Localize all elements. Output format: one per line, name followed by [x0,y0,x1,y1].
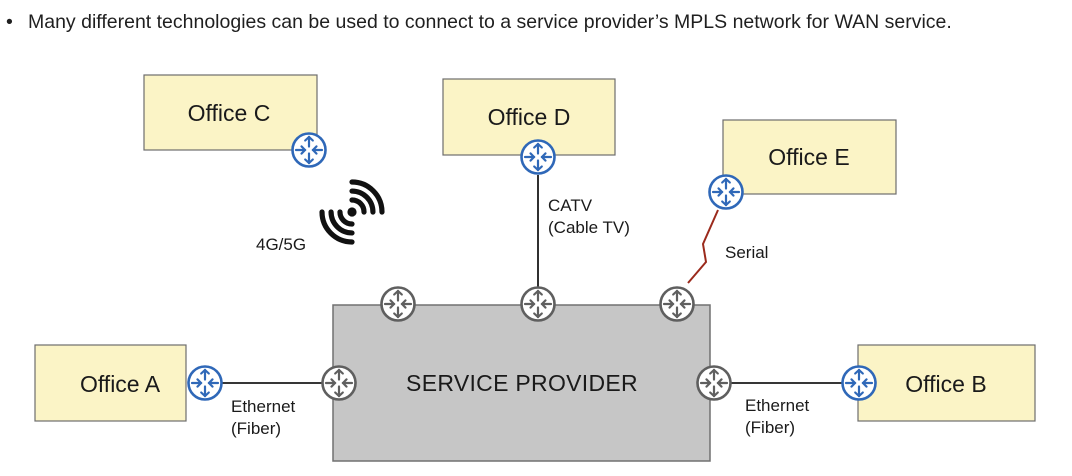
link-e-label: Serial [725,243,768,262]
office-e-label: Office E [768,144,849,170]
bullet-marker: • [6,11,13,33]
provider-router-office-b-icon [696,365,732,401]
office-d-label: Office D [488,104,571,130]
wireless-signal-icon [319,179,385,245]
office-b-label: Office B [905,371,986,397]
provider-router-catv-icon [520,286,556,322]
office-c-box [143,74,318,151]
link-a-label-line1: Ethernet [231,397,296,416]
link-d-label-line1: CATV [548,196,593,215]
office-c-router-icon [291,132,327,168]
office-c-label: Office C [188,100,271,126]
office-a-label: Office A [80,371,161,397]
office-a-router-icon [187,365,223,401]
service-provider-label: SERVICE PROVIDER [406,370,638,396]
link-d-label-line2: (Cable TV) [548,218,630,237]
link-office-e-serial [687,209,719,284]
office-d-router-icon [520,139,556,175]
provider-router-office-a-icon [321,365,357,401]
office-a-box [34,344,187,422]
office-b-router-icon [841,365,877,401]
office-e-router-icon [708,174,744,210]
provider-router-wireless-icon [380,286,416,322]
bullet-point: • Many different technologies can be used… [6,11,952,34]
link-c-label: 4G/5G [256,235,306,254]
link-b-label-line1: Ethernet [745,396,810,415]
link-b-label-line2: (Fiber) [745,418,795,437]
provider-router-serial-icon [659,286,695,322]
bullet-text: Many different technologies can be used … [28,11,952,33]
office-e-box [722,119,897,195]
link-a-label-line2: (Fiber) [231,419,281,438]
